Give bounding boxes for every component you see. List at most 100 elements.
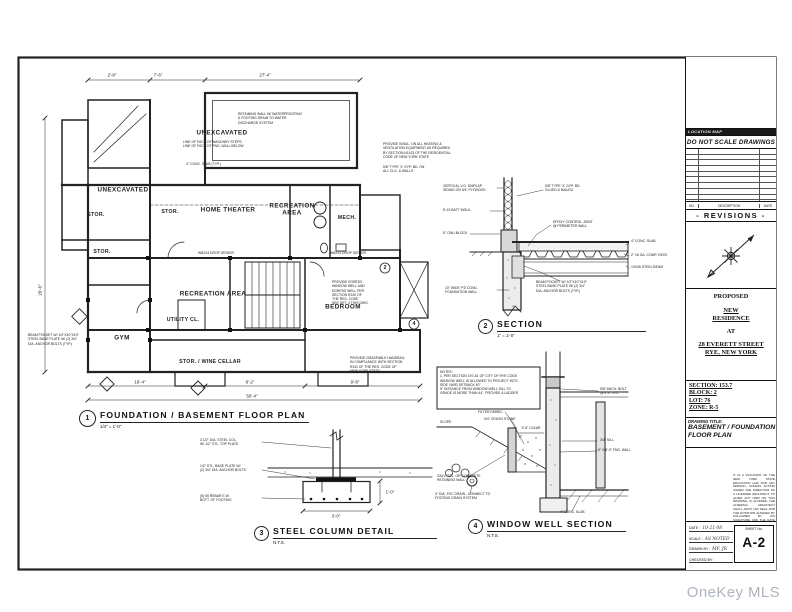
section-cut-marker-2: 2: [383, 265, 387, 271]
plan-title-text: FOUNDATION / BASEMENT FLOOR PLAN: [100, 410, 310, 423]
table-column-divider: [698, 149, 699, 201]
label-slope: SLOPE: [440, 420, 452, 424]
watermark: OneKey MLS: [686, 584, 780, 601]
note-retaining-wall: RETAINING WALL W/ WATERPROOFING & FOOTIN…: [238, 112, 303, 125]
table-column-divider: [759, 149, 760, 201]
sheet-border: [17, 56, 777, 571]
tax-section: SECTION: 153.7: [689, 383, 733, 389]
do-not-scale-note: DO NOT SCALE DRAWINGS: [686, 136, 776, 149]
dimension-lines: [42, 77, 423, 403]
dim-top-3: 27'-4": [259, 72, 271, 78]
label-conc-slab: 4" CONC. SLAB: [631, 239, 656, 243]
label-anchor-bolt: 5/8" ANCH. BOLT @ 4'-0" O.C.: [600, 387, 627, 396]
proposed-label: PROPOSED: [713, 293, 749, 300]
note-slab-typ: 4" CONC. SLAB (TYP.): [186, 162, 221, 166]
label-conc-slab-4: 4" CONC. SLAB: [560, 510, 585, 514]
revision-row: [686, 195, 776, 201]
dim-footing-width: 3'-0": [331, 513, 341, 519]
label-rebar: (5) #5 REBAR E.W. BOTT. OF FOOTING: [200, 494, 232, 503]
plan-title: 1 FOUNDATION / BASEMENT FLOOR PLAN 1/4" …: [79, 410, 310, 429]
revision-row: [686, 183, 776, 189]
dim-bottom-1: 16'-4": [134, 379, 146, 385]
label-base-plate: 1/2" STL. BASE PLATE W/ (2) 3/4" DIA. AN…: [200, 464, 246, 473]
steel-column-title-text: STEEL COLUMN DETAIL: [273, 526, 437, 539]
field-drawn-by: DRAWN BY : MF, JR: [689, 547, 733, 554]
room-label-recreation-mid: RECREATION AREA: [179, 290, 247, 298]
drawing-title-box: DRAWING TITLE: BASEMENT / FOUNDATION FLO…: [686, 418, 776, 448]
section-number-icon: 2: [478, 319, 493, 334]
drawing-title-label: DRAWING TITLE:: [688, 419, 723, 424]
note-beam-pocket: BEAM POCKET W/ 1/2"X10"X10" STEEL BASE P…: [28, 333, 79, 346]
label-epoxy-joint: EPOXY CONTROL JOINT @ PERIMETER WALL: [553, 220, 593, 229]
steel-column-number-icon: 3: [254, 526, 269, 541]
field-scale-label: SCALE :: [689, 536, 703, 541]
label-gyp-bd: 5/8" TYPE 'X' GYP. BD. GLUED & NAILED: [545, 184, 581, 193]
field-checked-by: CHECKED BY :: [689, 558, 733, 563]
tax-zone: ZONE: R-5: [689, 404, 719, 411]
room-label-bedroom: BEDROOM: [325, 303, 361, 311]
room-label-stor-b: STOR.: [93, 248, 111, 255]
field-date: DATE : 10-21-08: [689, 526, 733, 532]
drawing-title-line1: BASEMENT / FOUNDATION: [688, 424, 776, 431]
field-scale-value: AS NOTED: [704, 536, 730, 542]
revision-col-no: NO.: [686, 203, 699, 208]
revision-row: [686, 149, 776, 155]
note-gyp-board: 5/8" TYPE 'X' GYP. BD. ON ALL CLG. & WAL…: [383, 165, 425, 174]
note-drop-girder-1: W8X24 DROP GIRDER: [198, 251, 234, 255]
project-address-city: RYE, NEW YORK: [704, 349, 758, 356]
revision-table: [686, 149, 776, 202]
drawing-title-line2: FLOOR PLAN: [688, 432, 732, 440]
field-checked-label: CHECKED BY :: [689, 557, 715, 562]
project-address-block: PROPOSED NEW RESIDENCE AT 28 EVERETT STR…: [686, 289, 776, 381]
sheet-number: A-2: [742, 535, 766, 550]
label-filter-fabric: FILTER FABRIC: [478, 410, 503, 414]
label-comp-deck: 2" 18 GA. COMP. DECK: [631, 253, 668, 257]
revisions-heading: - REVISIONS -: [686, 210, 776, 222]
room-label-stor-a: STOR.: [87, 211, 105, 218]
room-label-stor-top: STOR.: [161, 208, 179, 215]
label-cmu: 8" CMU BLOCK: [443, 231, 468, 235]
section-block-lot-zone: SECTION: 153.7 BLOCK: 2 LOT: 76 ZONE: R-…: [686, 381, 776, 418]
door-swings: [136, 241, 325, 314]
plan-scale: 1/4" = 1'-0": [100, 424, 122, 429]
label-pvc-drain: 4" DIA. PVC DRAIN - CONNECT TO FOOTING D…: [435, 492, 491, 501]
revision-row: [686, 172, 776, 178]
room-label-unexcavated-left: UNEXCAVATED: [97, 186, 149, 194]
revision-row: [686, 166, 776, 172]
steel-column-detail: [261, 429, 433, 514]
section-title: 2 SECTION 1" = 1'-0": [478, 319, 646, 338]
label-steel-beam: 10X45 STEEL BEAM: [631, 265, 663, 269]
tax-block: BLOCK: 2: [689, 390, 717, 397]
sheet-fields: DATE : 10-21-08 SCALE : AS NOTED DRAWN B…: [689, 526, 733, 567]
room-label-gym: GYM: [114, 334, 130, 342]
revision-row: [686, 189, 776, 195]
section-title-text: SECTION: [497, 319, 646, 332]
window-well-scale: N.T.S.: [487, 533, 499, 538]
note-handrail: PROVIDE GRASPABLE HANDRAIL IN COMPLIANCE…: [350, 356, 405, 373]
north-arrow-box: [686, 222, 776, 289]
section-leader-lines: [469, 187, 630, 291]
revision-row: [686, 160, 776, 167]
room-label-wine-cellar: STOR. / WINE CELLAR: [179, 358, 241, 365]
label-retaining-wall: GALV. STL. OR CONCRETE RETAINING WALL: [437, 474, 481, 483]
tax-lot: LOT: 76: [689, 397, 711, 404]
field-date-value: 10-21-08: [702, 526, 723, 531]
section-detail: [469, 177, 630, 317]
plan-number-icon: 1: [79, 410, 96, 427]
revision-row: [686, 155, 776, 161]
revision-table-header: NO. DESCRIPTION DATE: [686, 202, 776, 210]
window-well-detail: [436, 351, 629, 513]
window-well-title: 4 WINDOW WELL SECTION N.T.S.: [468, 519, 626, 538]
note-masonry-steps: LINE OF FACE OF MASONRY STEPS LINE OF FA…: [183, 140, 244, 149]
steel-column-title: 3 STEEL COLUMN DETAIL N.T.S.: [254, 526, 437, 545]
architect-disclaimer: IT IS A VIOLATION OF THE NEW YORK STATE …: [733, 473, 775, 522]
room-label-recreation-top: RECREATION AREA: [269, 202, 315, 217]
floor-plan-stairs: [244, 261, 301, 329]
dim-left: 26'-6": [37, 284, 43, 296]
label-batt-insul: R-19 BATT INSUL.: [443, 208, 472, 212]
window-well-number-icon: 4: [468, 519, 483, 534]
room-label-utility: UTILITY CL.: [166, 316, 200, 323]
steel-column-scale: N.T.S.: [273, 540, 285, 545]
